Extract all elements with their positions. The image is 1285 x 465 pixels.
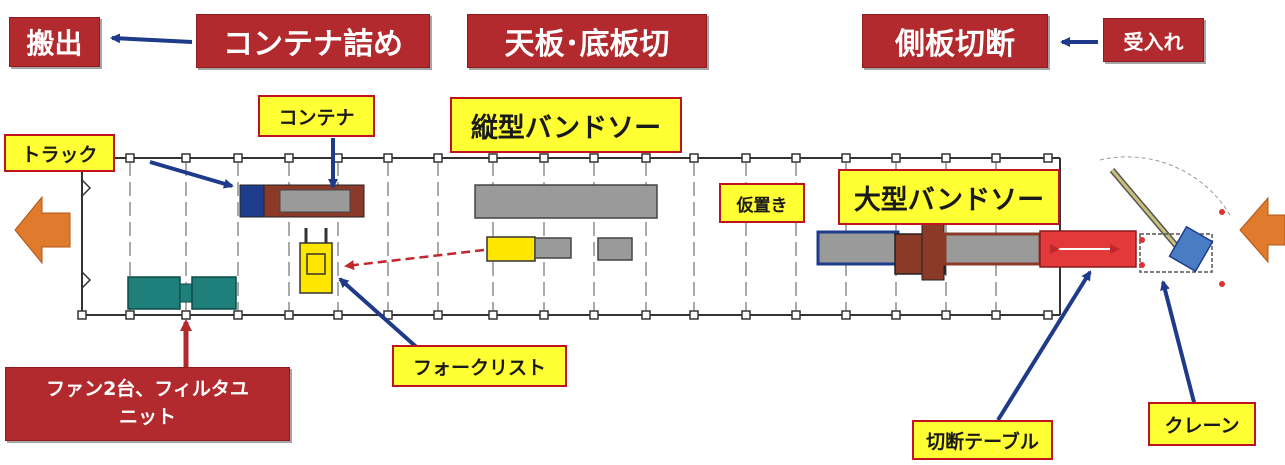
- blue-arrows: [110, 33, 1198, 422]
- label-cutting-table: 切断テーブル: [912, 420, 1053, 460]
- label-truck: トラック: [4, 134, 115, 172]
- fan-unit-2: [191, 276, 237, 310]
- crane-shape: [1099, 156, 1231, 287]
- label-fan-filter-line1: ファン2台、フィルタユ: [46, 378, 249, 401]
- arrow-forklift-move: [344, 248, 485, 271]
- forklift-shape: [299, 228, 333, 294]
- bandsaw-workpiece-1: [534, 237, 572, 259]
- arrow-crane: [1160, 280, 1198, 411]
- left-wall-doors: [81, 179, 92, 289]
- arrow-truck: [149, 160, 234, 189]
- header-tenban-teiban: 天板･底板切: [467, 14, 707, 68]
- entry-orange-arrow: [1239, 196, 1285, 264]
- label-vertical-bandsaw: 縦型バンドソー: [450, 97, 682, 153]
- label-large-bandsaw: 大型バンドソー: [838, 169, 1060, 225]
- header-hanshutsu: 搬出: [9, 17, 100, 67]
- vertical-bandsaw-machine: [474, 184, 658, 219]
- arrow-cutting-table: [996, 270, 1092, 422]
- label-fan-filter: ファン2台、フィルタユ ニット: [5, 367, 290, 441]
- label-temporary-storage: 仮置き: [719, 183, 805, 223]
- bandsaw-workpiece-2: [597, 237, 633, 261]
- arrow-forklift: [338, 277, 424, 354]
- truck-cab: [239, 184, 265, 218]
- exit-orange-arrow: [14, 195, 71, 265]
- arrow-to-hanshutsu: [110, 33, 193, 44]
- fan-connector: [179, 283, 193, 303]
- header-sokuban-setsudan: 側板切断: [862, 14, 1048, 68]
- bandsaw-feeder: [486, 236, 536, 262]
- header-ukeire: 受入れ: [1103, 18, 1204, 62]
- large-bandsaw-feed: [816, 230, 900, 266]
- large-bandsaw-blade: [921, 219, 945, 281]
- label-forklift: フォークリスト: [392, 345, 567, 387]
- container-cargo: [279, 189, 351, 213]
- label-crane: クレーン: [1148, 402, 1256, 446]
- large-bandsaw-outfeed: [943, 232, 1042, 266]
- header-container-zume: コンテナ詰め: [196, 14, 430, 68]
- label-fan-filter-line2: ニット: [118, 406, 176, 428]
- fan-unit-1: [127, 276, 181, 310]
- label-container: コンテナ: [258, 95, 375, 137]
